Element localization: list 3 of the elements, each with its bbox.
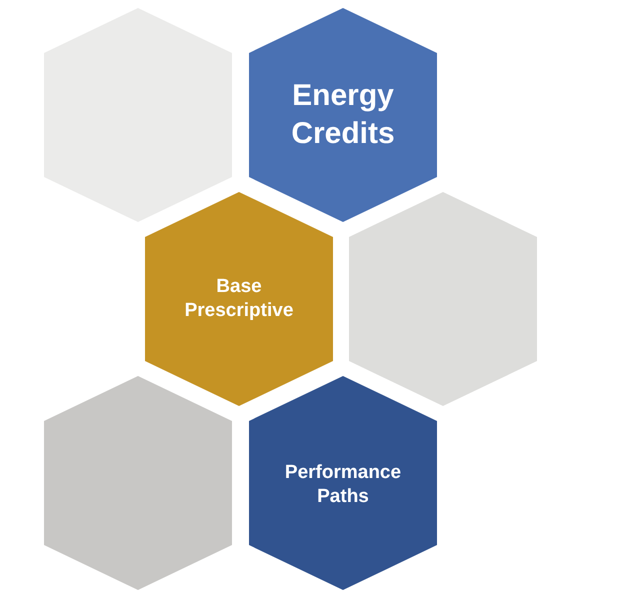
tile-label: Performance Paths	[284, 461, 402, 509]
tile-label: Base Prescriptive	[184, 275, 294, 323]
tile-label: Energy Credits	[290, 78, 396, 152]
